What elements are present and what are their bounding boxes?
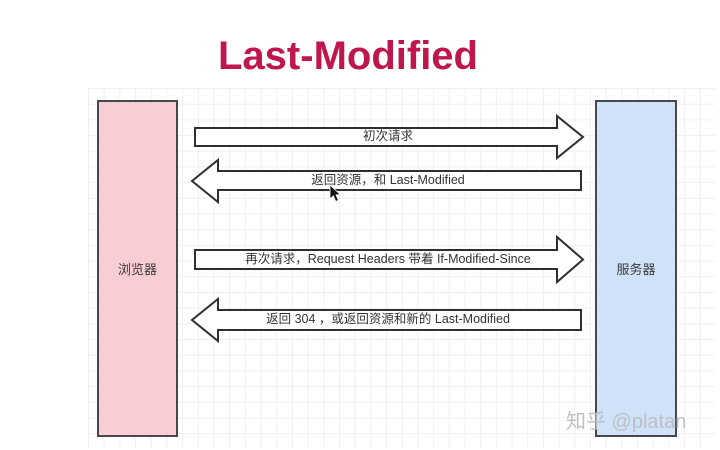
browser-box: 浏览器 <box>97 100 178 437</box>
watermark: 知乎 @platan <box>566 411 687 433</box>
arrow-second-request <box>194 234 585 285</box>
page-title: Last-Modified <box>218 34 478 78</box>
browser-box-label: 浏览器 <box>117 262 157 277</box>
arrow-return-304 <box>190 296 582 344</box>
server-box-label: 服务器 <box>616 262 656 277</box>
arrow-label-return-304: 返回 304 ，或返回资源和新的 Last-Modified <box>266 312 510 326</box>
server-box: 服务器 <box>595 100 677 437</box>
arrow-initial-request <box>194 113 585 161</box>
arrow-return-resource <box>190 157 582 205</box>
arrow-label-second-request: 再次请求，Request Headers 带着 If-Modified-Sinc… <box>245 252 531 266</box>
arrow-label-return-resource: 返回资源，和 Last-Modified <box>311 173 465 187</box>
mouse-cursor-icon <box>329 184 342 203</box>
arrow-label-initial-request: 初次请求 <box>362 129 413 143</box>
